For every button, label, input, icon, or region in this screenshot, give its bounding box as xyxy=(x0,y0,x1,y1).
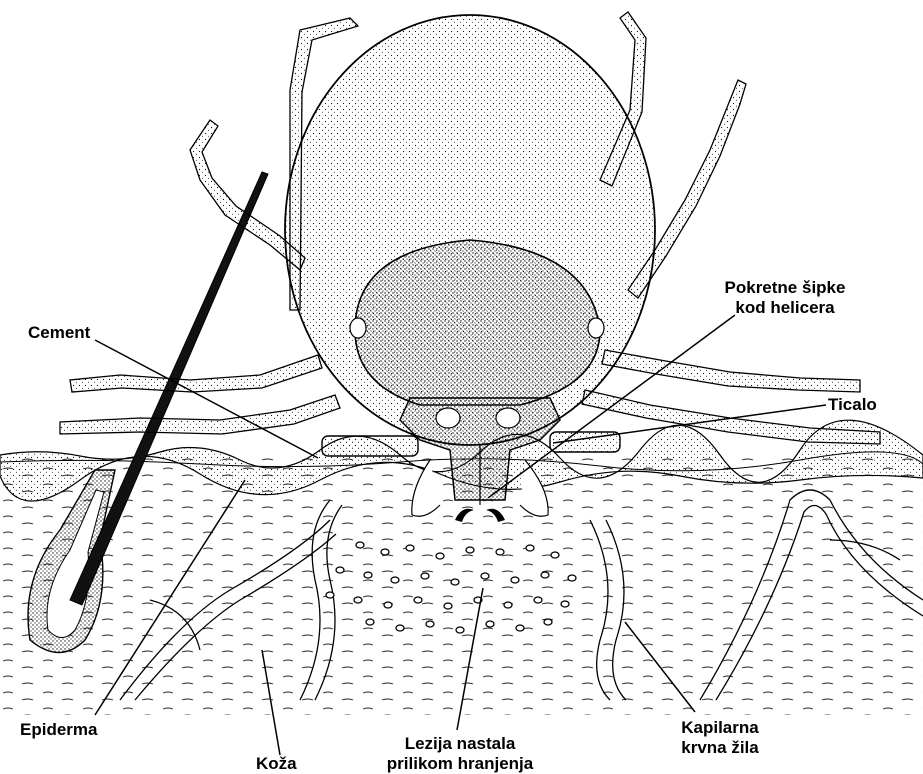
label-palps: Ticalo xyxy=(828,395,877,415)
label-epidermis: Epiderma xyxy=(20,720,97,740)
label-capillary-line2: krvna žila xyxy=(645,738,795,758)
label-movable-rods: Pokretne šipke kod helicera xyxy=(690,278,880,318)
label-movable-rods-line1: Pokretne šipke xyxy=(690,278,880,298)
label-lesion: Lezija nastala prilikom hranjenja xyxy=(355,734,565,774)
label-movable-rods-line2: kod helicera xyxy=(690,298,880,318)
cement-leader xyxy=(95,340,318,458)
label-lesion-line2: prilikom hranjenja xyxy=(355,754,565,774)
label-capillary: Kapilarna krvna žila xyxy=(645,718,795,758)
label-capillary-line1: Kapilarna xyxy=(645,718,795,738)
label-lesion-line1: Lezija nastala xyxy=(355,734,565,754)
label-cement: Cement xyxy=(28,323,90,343)
label-skin: Koža xyxy=(256,754,297,774)
